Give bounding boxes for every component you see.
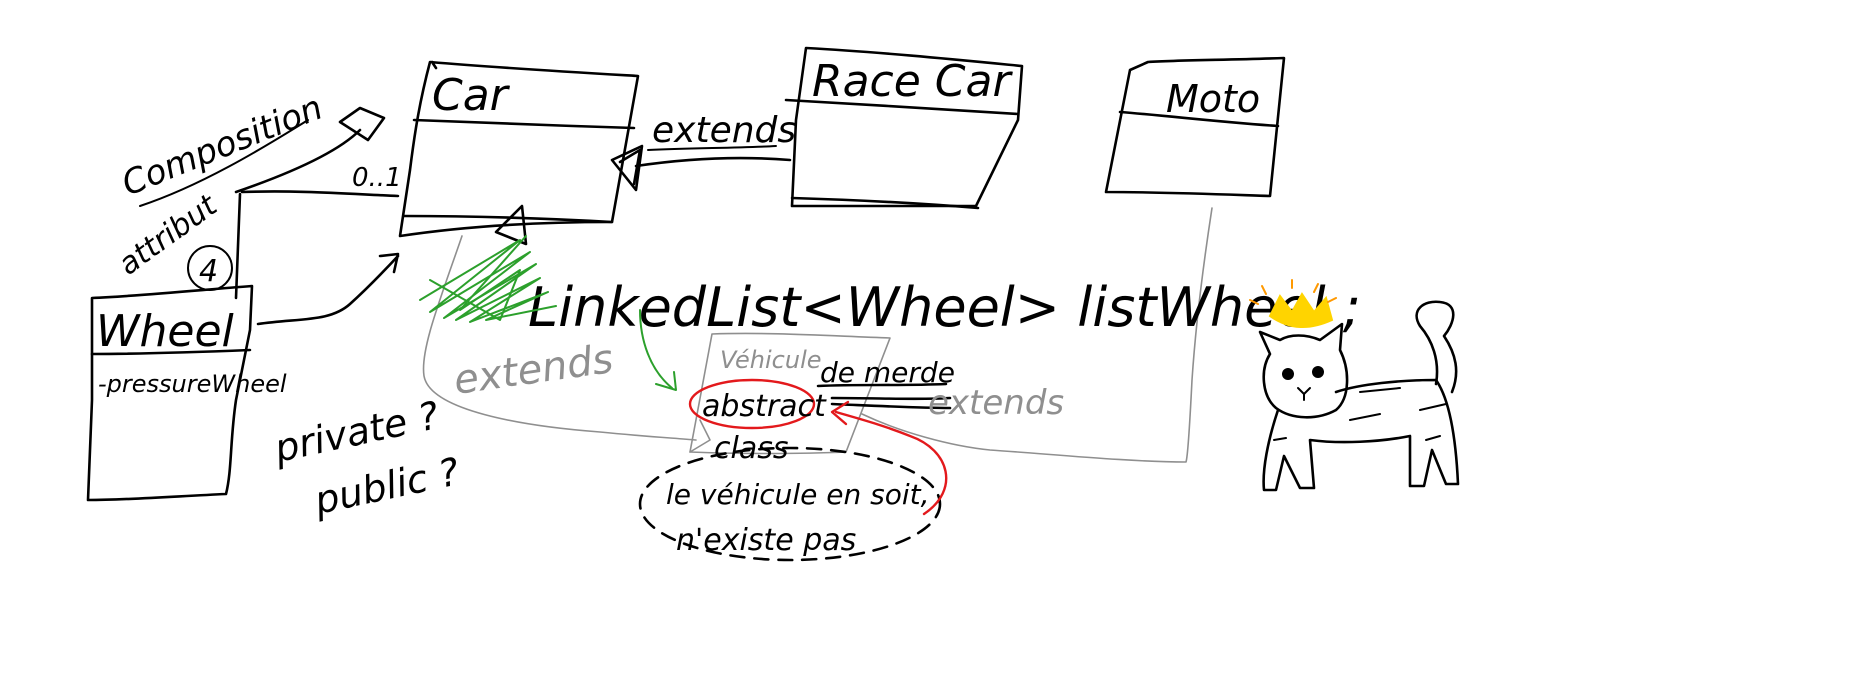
class-vehicule-name: Véhicule xyxy=(720,346,822,374)
abstract-highlight-circle xyxy=(688,378,816,430)
class-vehicule: Véhicule de merde abstract class xyxy=(688,332,955,466)
inheritance-triangle-icon xyxy=(610,144,644,192)
class-moto-name: Moto xyxy=(1166,77,1260,121)
cat-doodle-icon xyxy=(1249,279,1460,492)
class-vehicule-stereotype-1: abstract xyxy=(702,389,827,424)
linkedlist-field: LinkedList<Wheel> listWheel ; xyxy=(494,204,1361,339)
class-wheel-name: Wheel xyxy=(96,306,235,357)
wheel-count: 4 xyxy=(199,254,218,289)
crown-icon xyxy=(1249,279,1337,329)
visibility-q2: public ? xyxy=(310,449,464,523)
extends-racecar-car: extends xyxy=(610,110,796,192)
composition-label: Composition xyxy=(116,88,328,205)
composition-relation: Composition attribut 4 0..1 xyxy=(112,88,402,300)
class-wheel: Wheel -pressureWheel xyxy=(86,284,287,502)
class-moto: Moto xyxy=(1104,56,1286,198)
extends-moto-vehicule: extends xyxy=(830,207,1213,463)
wheel-car-association xyxy=(256,252,400,326)
class-race-car-name: Race Car xyxy=(812,56,1013,107)
composition-diamond-icon xyxy=(338,106,386,142)
note-line-1: le véhicule en soit, xyxy=(666,478,930,511)
vehicule-note: le véhicule en soit, n'existe pas xyxy=(638,400,948,562)
note-line-2: n'existe pas xyxy=(676,523,856,558)
extends-moto-label: extends xyxy=(928,383,1064,423)
extends-car-label: extends xyxy=(451,336,616,404)
green-scribble xyxy=(419,235,677,391)
extends-racecar-label: extends xyxy=(652,110,796,151)
note-dashed-outline xyxy=(638,446,942,562)
field-arrowhead-icon xyxy=(494,204,528,246)
class-vehicule-stereotype-2: class xyxy=(714,431,788,466)
wheel-count-circle xyxy=(187,245,233,291)
visibility-question: private ? public ? xyxy=(270,393,464,523)
class-wheel-attribute: -pressureWheel xyxy=(98,370,287,398)
red-arrowhead-icon xyxy=(830,400,850,426)
field-declaration: LinkedList<Wheel> listWheel ; xyxy=(528,276,1361,339)
arrowhead-icon xyxy=(378,252,400,274)
extends-car-vehicule: extends xyxy=(422,235,711,453)
multiplicity-label: 0..1 xyxy=(352,163,402,193)
class-car: Car xyxy=(398,60,640,238)
class-car-name: Car xyxy=(432,70,511,121)
class-race-car: Race Car xyxy=(784,46,1024,210)
